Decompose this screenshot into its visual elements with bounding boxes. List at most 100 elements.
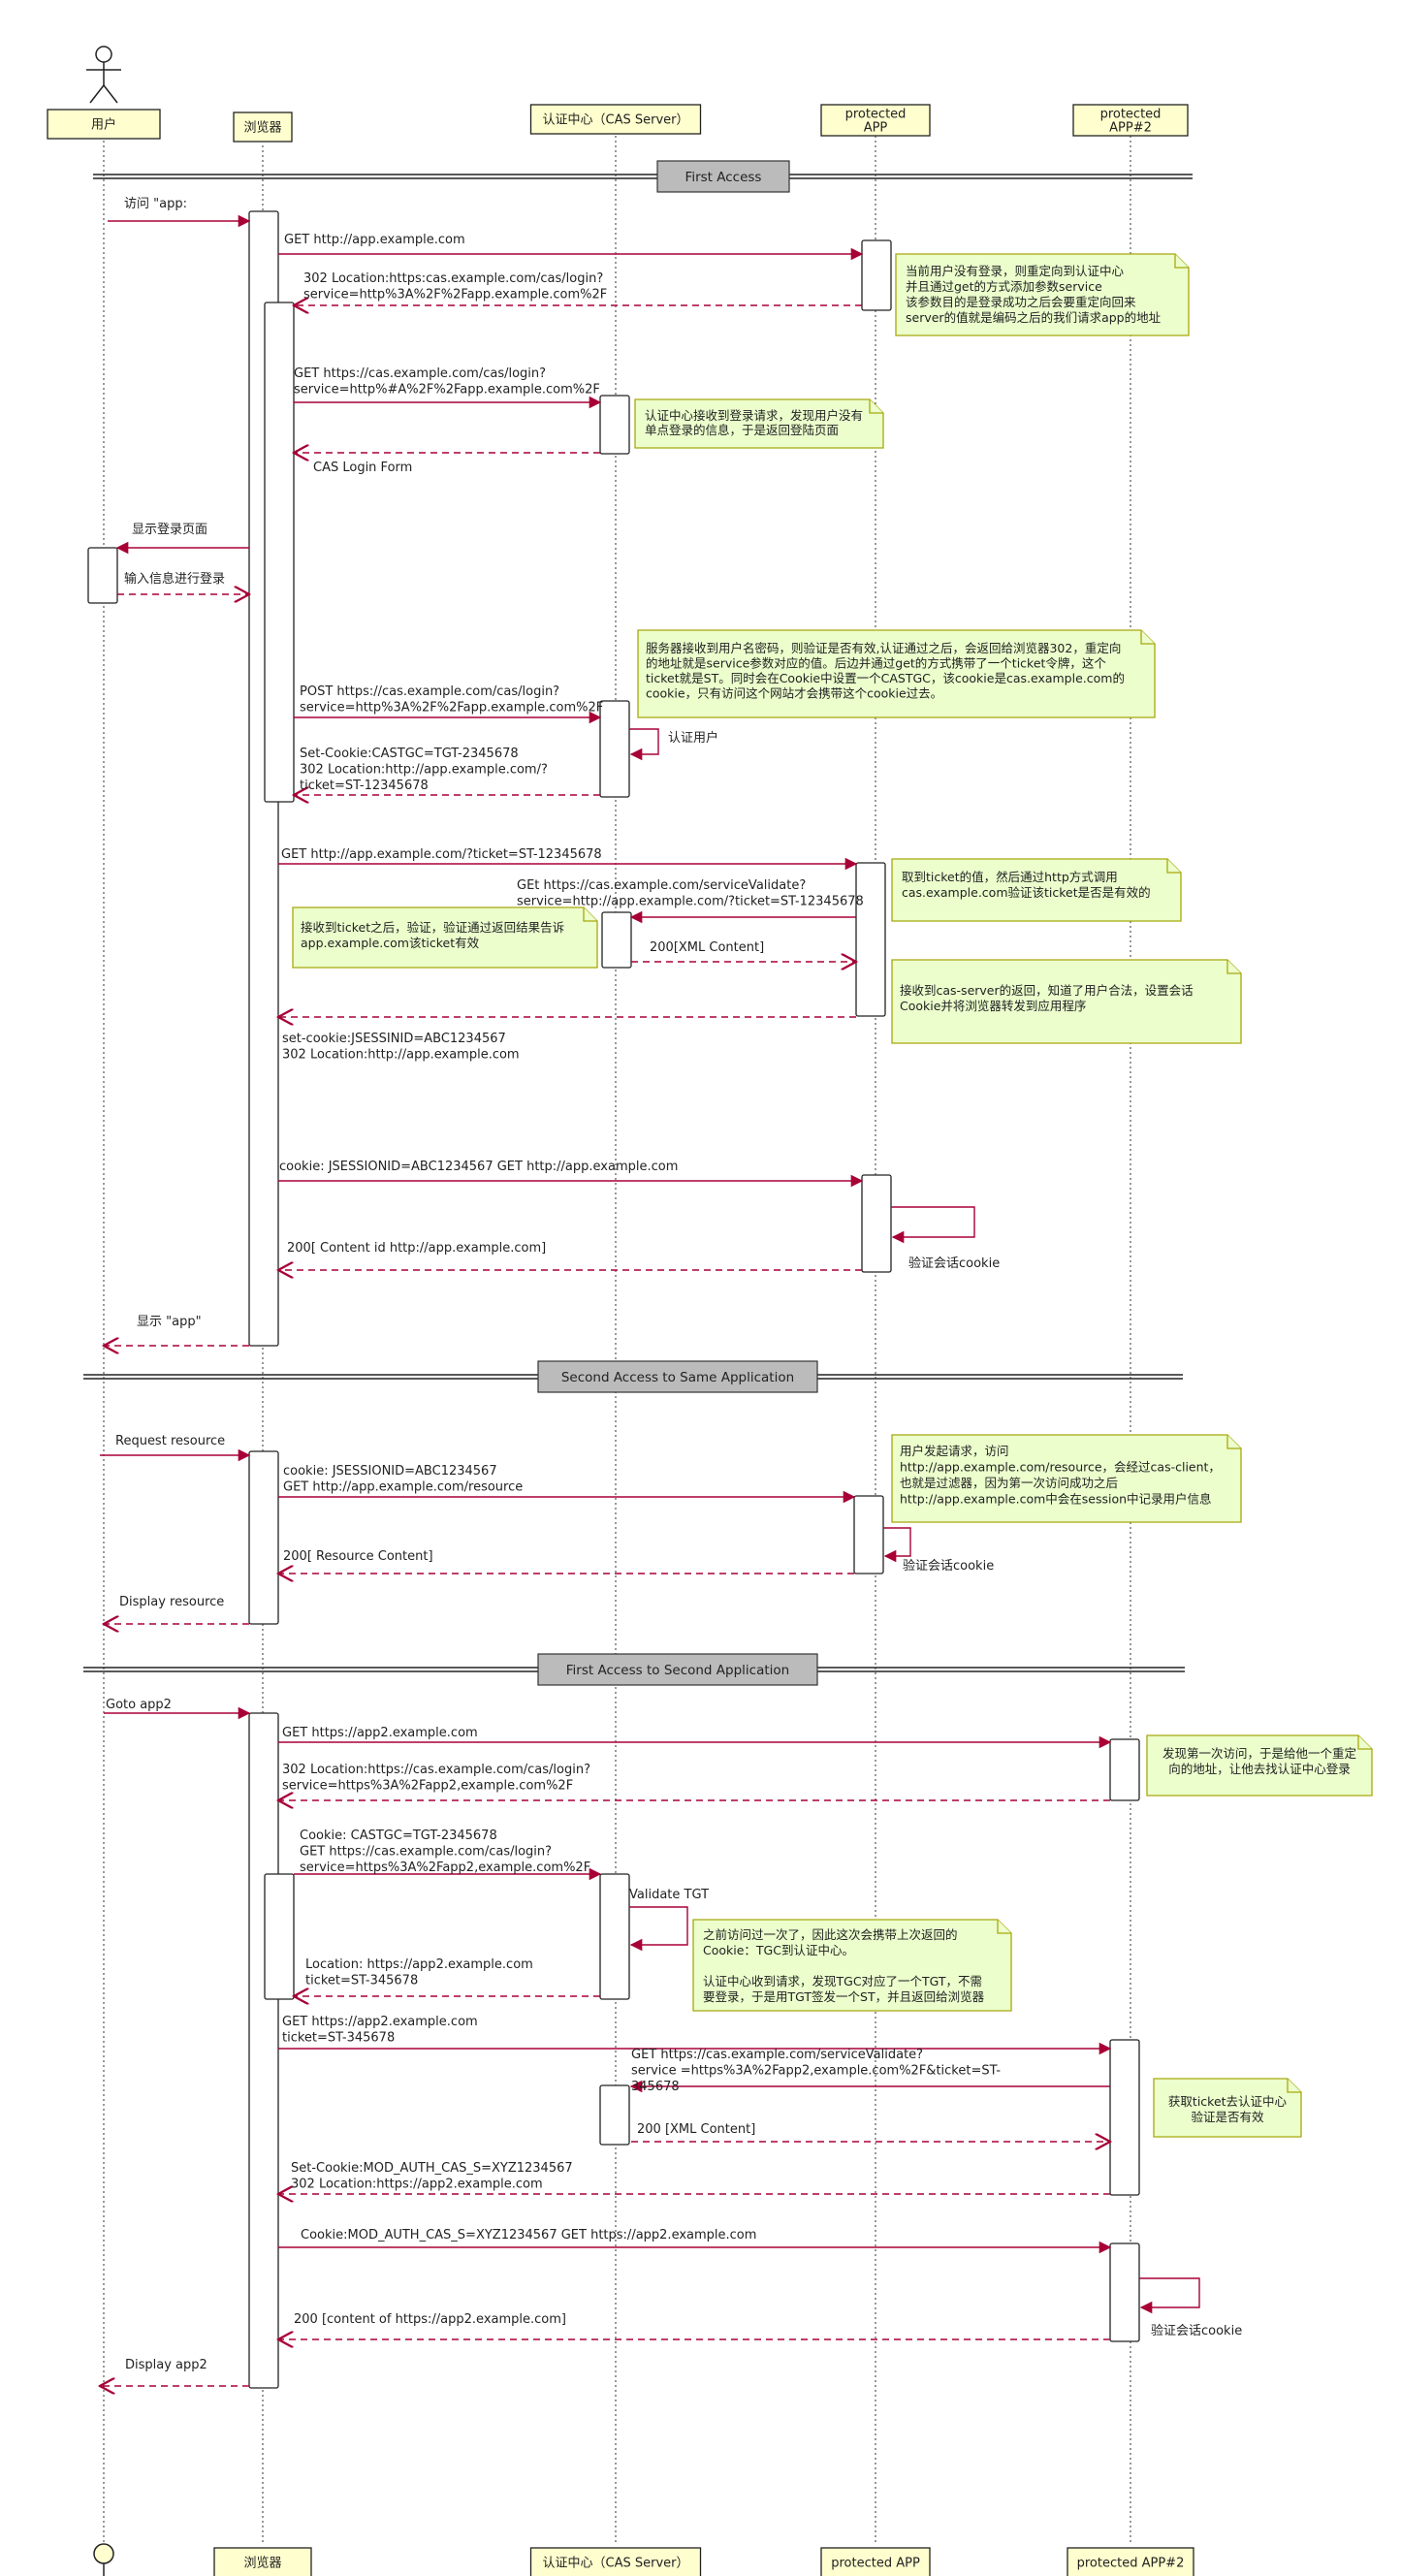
- note-text: 认证中心收到请求，发现TGC对应了一个TGT，不需: [703, 1974, 982, 1988]
- participant-label: 浏览器: [243, 120, 281, 136]
- message-label: 200[ Content id http://app.example.com]: [287, 1241, 546, 1256]
- note-text: 要登录，于是用TGT签发一个ST，并且返回给浏览器: [703, 1989, 985, 2004]
- activation-bar-app2: [1109, 2242, 1140, 2342]
- participant-browser-top: 浏览器: [233, 111, 293, 143]
- activation-bar-user: [87, 547, 118, 604]
- message-label: 输入信息进行登录: [124, 571, 225, 587]
- note-text: 单点登录的信息，于是返回登陆页面: [645, 423, 839, 437]
- participant-user-top: 用户: [47, 109, 161, 140]
- message-label: 302 Location:https://app2.example.com: [291, 2178, 543, 2192]
- section-label: First Access: [685, 170, 762, 185]
- message-label: service=http://app.example.com/?ticket=S…: [517, 895, 864, 909]
- message-label: ticket=ST-345678: [305, 1974, 418, 1988]
- message-arrow: 200[ Content id http://app.example.com]: [278, 1241, 862, 1270]
- participant-cas-bottom: 认证中心（CAS Server）: [529, 2547, 702, 2576]
- note-text: cas.example.com验证该ticket是否是有效的: [902, 885, 1151, 900]
- section-label: First Access to Second Application: [566, 1663, 789, 1678]
- message-label: GET http://app.example.com/resource: [283, 1480, 523, 1495]
- activation-bar-cas: [599, 1873, 630, 2000]
- participant-label: 认证中心（CAS Server）: [543, 2557, 689, 2571]
- note-text: app.example.com该ticket有效: [301, 936, 480, 950]
- note-text: 之前访问过一次了，因此这次会携带上次返回的: [703, 1927, 958, 1942]
- participant-app2-bottom: protected APP#2: [1067, 2547, 1194, 2576]
- section-divider: Second Access to Same Application: [83, 1360, 1183, 1393]
- message-label: Display app2: [125, 2358, 207, 2372]
- self-message: 验证会话cookie: [891, 1206, 1000, 1271]
- activation-bar-app: [855, 862, 886, 1017]
- message-label: Location: https://app2.example.com: [305, 1957, 533, 1972]
- message-arrow: 200[XML Content]: [631, 940, 856, 962]
- note: 之前访问过一次了，因此这次会携带上次返回的Cookie：TGC到认证中心。认证中…: [692, 1919, 1012, 2012]
- note-text: 该参数目的是登录成功之后会要重定向回来: [906, 295, 1136, 309]
- message-arrow: Cookie:MOD_AUTH_CAS_S=XYZ1234567 GET htt…: [278, 2228, 1112, 2254]
- message-label: 302 Location:https://cas.example.com/cas…: [282, 1763, 590, 1777]
- note: 当前用户没有登录，则重定向到认证中心并且通过get的方式添加参数service该…: [895, 253, 1190, 336]
- note-text: 当前用户没有登录，则重定向到认证中心: [906, 264, 1125, 278]
- participant-label: 认证中心（CAS Server）: [543, 113, 689, 128]
- participant-label: protected APP: [831, 2557, 920, 2571]
- message-label: Goto app2: [106, 1698, 172, 1712]
- participant-label: protected: [845, 108, 907, 122]
- message-arrow: GET https://app2.example.comticket=ST-34…: [278, 2015, 1112, 2055]
- note-text: ticket就是ST。同时会在Cookie中设置一个CASTGC，该cookie…: [646, 671, 1125, 685]
- message-label: Cookie: CASTGC=TGT-2345678: [300, 1829, 497, 1843]
- participant-label: protected APP#2: [1077, 2557, 1185, 2571]
- message-label: 302 Location:http://app.example.com/?: [300, 763, 548, 778]
- participant-label: 浏览器: [243, 2556, 281, 2571]
- note: 用户发起请求，访问http://app.example.com/resource…: [891, 1434, 1242, 1523]
- message-label: GET https://cas.example.com/cas/login?: [294, 366, 546, 381]
- actor-user-icon: [86, 46, 121, 104]
- message-arrow: GET http://app.example.com: [278, 233, 864, 261]
- message-arrow: GEt https://cas.example.com/serviceValid…: [517, 878, 864, 924]
- message-arrow: cookie: JSESSIONID=ABC1234567 GET http:/…: [278, 1160, 864, 1188]
- message-label: 200 [XML Content]: [637, 2122, 755, 2137]
- message-label: Cookie:MOD_AUTH_CAS_S=XYZ1234567 GET htt…: [301, 2228, 756, 2242]
- participant-label: APP: [864, 121, 888, 136]
- message-label: 验证会话cookie: [908, 1256, 1000, 1271]
- participant-label: protected: [1100, 108, 1162, 122]
- note-text: Cookie并将浏览器转发到应用程序: [900, 999, 1086, 1013]
- participant-label: 用户: [91, 117, 116, 133]
- activation-bar-app2: [1109, 1738, 1140, 1801]
- message-arrow: GET https://app2.example.com: [278, 1726, 1112, 1749]
- section-label: Second Access to Same Application: [561, 1370, 794, 1385]
- message-label: GET http://app.example.com/?ticket=ST-12…: [281, 847, 602, 862]
- participant-browser-bottom: 浏览器: [213, 2547, 312, 2576]
- message-label: 验证会话cookie: [903, 1558, 994, 1574]
- note-text: Cookie：TGC到认证中心。: [703, 1943, 854, 1957]
- activation-bar-app: [853, 1495, 884, 1574]
- note-text: 验证是否有效: [1191, 2110, 1264, 2124]
- message-arrow: GET https://cas.example.com/serviceValid…: [629, 2048, 1110, 2094]
- note-text: 也就是过滤器，因为第一次访问成功之后: [900, 1476, 1118, 1490]
- message-arrow: 200 [XML Content]: [631, 2122, 1110, 2142]
- self-message: 验证会话cookie: [883, 1527, 994, 1574]
- note-text: 并且通过get的方式添加参数service: [906, 279, 1102, 294]
- message-label: 认证用户: [668, 730, 718, 746]
- message-label: service=https%3A%2Fapp2,example.com%2F: [300, 1860, 590, 1875]
- message-label: CAS Login Form: [313, 461, 412, 475]
- note: 接收到cas-server的返回，知道了用户合法，设置会话Cookie并将浏览器…: [891, 959, 1242, 1044]
- note-text: 向的地址，让他去找认证中心登录: [1168, 1762, 1351, 1776]
- message-label: 200[ Resource Content]: [283, 1549, 433, 1564]
- message-label: service=https%3A%2Fapp2,example.com%2F: [282, 1779, 573, 1794]
- message-arrow: 200[ Resource Content]: [278, 1549, 854, 1574]
- message-arrow: 302 Location:https://cas.example.com/cas…: [278, 1763, 1110, 1800]
- message-arrow: 访问 "app:: [108, 197, 251, 228]
- message-label: Set-Cookie:MOD_AUTH_CAS_S=XYZ1234567: [291, 2161, 573, 2176]
- note-text: 服务器接收到用户名密码，则验证是否有效,认证通过之后，会返回给浏览器302，重定…: [646, 641, 1121, 655]
- message-arrow: Location: https://app2.example.com ticket…: [294, 1957, 600, 1996]
- self-message: 验证会话cookie: [1139, 2277, 1242, 2338]
- note-text: 取到ticket的值，然后通过http方式调用: [902, 870, 1118, 884]
- message-arrow: 输入信息进行登录: [117, 571, 249, 594]
- message-label: service =https%3A%2Fapp2,example.com%2F&…: [631, 2064, 1001, 2079]
- message-arrow: GET http://app.example.com/?ticket=ST-12…: [278, 847, 858, 871]
- activation-bar-cas: [599, 395, 630, 455]
- message-label: 验证会话cookie: [1151, 2323, 1242, 2338]
- message-arrow: Display app2: [100, 2358, 249, 2386]
- actor-user-bottom-icon: [93, 2543, 114, 2576]
